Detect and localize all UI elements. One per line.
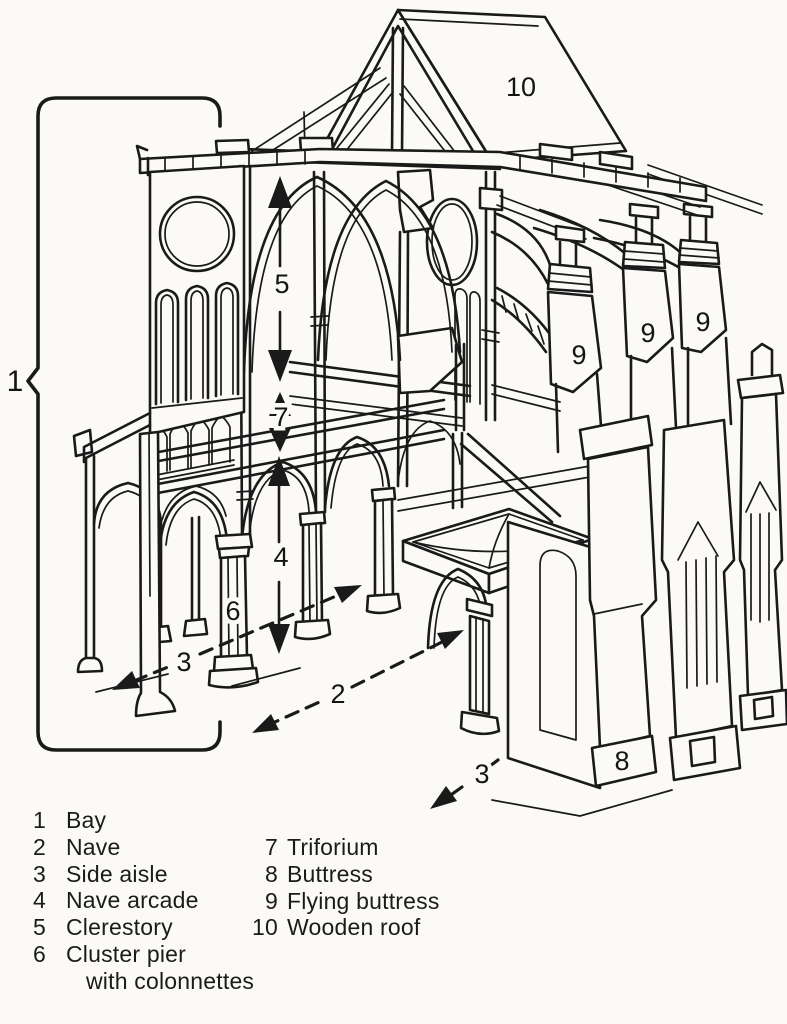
outer-wall-far-right (648, 165, 787, 730)
callout-nave: 2 (330, 679, 345, 709)
cut-pier (136, 432, 175, 716)
left-side-aisle (74, 413, 226, 672)
outer-aisle-wall (428, 522, 600, 788)
callout-flying-buttress-3: 9 (695, 307, 710, 337)
flying-buttress-front (492, 196, 603, 452)
front-buttress (580, 416, 656, 786)
callout-wooden-roof: 10 (506, 72, 536, 102)
arcade-pier-2 (295, 512, 330, 639)
nave-interior (237, 166, 470, 534)
nave-arcade (160, 421, 460, 687)
callout-clerestory: 5 (274, 269, 289, 299)
callout-bay: 1 (7, 365, 24, 398)
callout-cluster-pier: 6 (225, 596, 240, 626)
rose-window (160, 197, 234, 271)
callout-triforium: 7 (273, 402, 288, 432)
aisle-column (461, 599, 499, 734)
callout-flying-buttress-1: 9 (571, 340, 586, 370)
buttress-masses (580, 416, 740, 786)
callout-side-aisle-right: 3 (474, 759, 489, 789)
callout-buttress: 8 (614, 746, 629, 776)
measure-arrows (112, 176, 498, 809)
arcade-pier-3 (367, 488, 400, 613)
cluster-pier (209, 534, 258, 687)
callout-nave-arcade: 4 (273, 542, 288, 572)
callout-flying-buttress-2: 9 (640, 318, 655, 348)
clerestory-wall (150, 166, 244, 434)
bay-bracket (28, 98, 220, 750)
flying-buttress-middle (534, 172, 700, 428)
callout-side-aisle-left: 3 (176, 647, 191, 677)
